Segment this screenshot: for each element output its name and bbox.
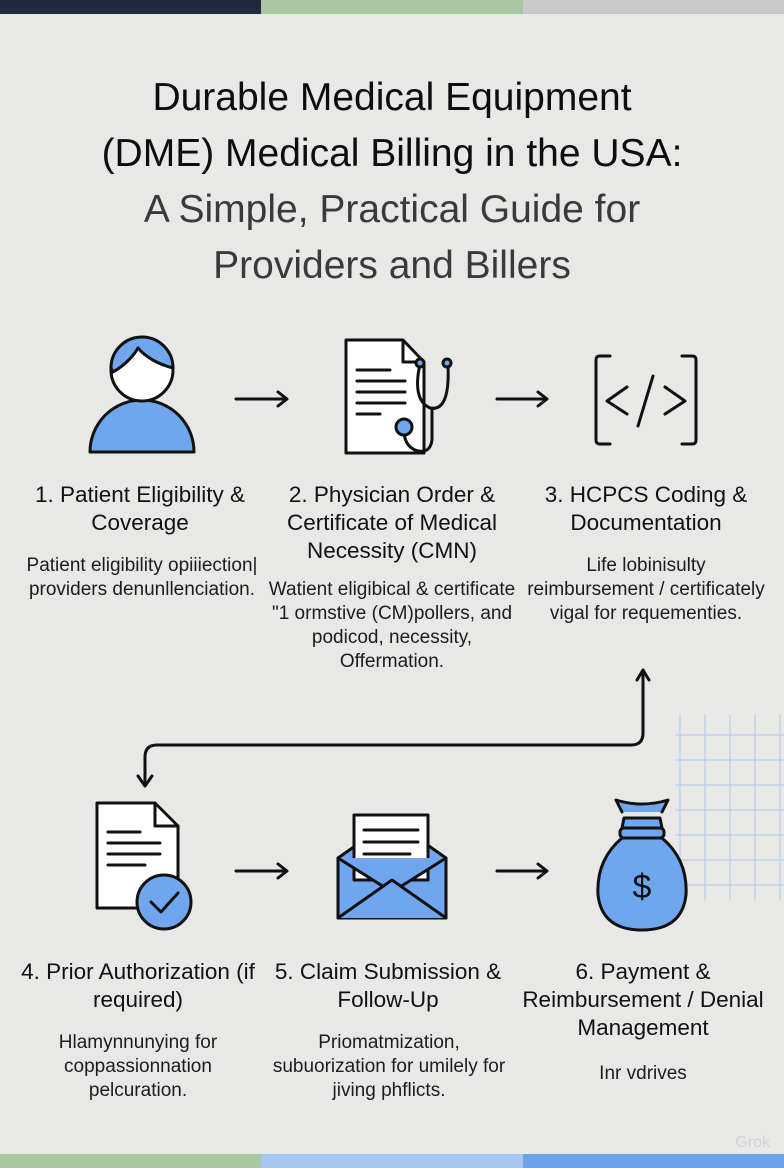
code-icon [594, 354, 698, 446]
step-description: Priomatmization, subuorization for umile… [272, 1032, 506, 1101]
title-line: (DME) Medical Billing in the USA: [101, 132, 683, 175]
footer-bar-segment [0, 1154, 261, 1168]
step-description: Inr vdrives [599, 1063, 687, 1084]
arrow-right-icon [234, 862, 289, 880]
step-description: Patient eligibility opiiiection| provide… [26, 555, 258, 600]
title-line: Providers and Billers [213, 244, 571, 287]
arrow-right-icon [234, 390, 289, 408]
person-icon [88, 335, 196, 454]
connector-arrow [136, 668, 651, 788]
document-stethoscope-icon [344, 338, 453, 455]
dollar-sign: $ [633, 868, 652, 906]
title-line: Durable Medical Equipment [152, 76, 632, 119]
step-label: 1. Patient Eligibility & Coverage [34, 482, 246, 535]
footer-bar-segment [523, 1154, 784, 1168]
footer-bar-segment [261, 1154, 523, 1168]
grid-decoration [675, 714, 784, 901]
step-label: 6. Payment & Reimbursement / Denial Mana… [522, 959, 764, 1040]
title-subtitle: A Simple, Practical Guide for Providers … [0, 182, 784, 294]
step-label: 3. HCPCS Coding & Documentation [544, 482, 748, 535]
document-check-icon [95, 801, 193, 931]
step-label: 5. Claim Submission & Follow-Up [274, 959, 502, 1012]
step-label: 4. Prior Authorization (if required) [21, 959, 255, 1012]
step-description: Watient eligibical & certificate "1 orms… [268, 579, 516, 672]
header-bar-segment [0, 0, 261, 14]
arrow-right-icon [495, 390, 549, 408]
money-bag-icon: $ [596, 798, 688, 932]
header-bar-segment [523, 0, 784, 14]
step-label: 2. Physician Order & Certificate of Medi… [286, 482, 498, 563]
title-line: A Simple, Practical Guide for [143, 188, 641, 231]
title-main: Durable Medical Equipment (DME) Medical … [0, 70, 784, 182]
header-bar-segment [261, 0, 523, 14]
envelope-icon [336, 813, 448, 920]
arrow-right-icon [495, 862, 549, 880]
step-description: Hlamynnunying for coppassionnation pelcu… [58, 1032, 218, 1101]
watermark: Grok [735, 1134, 770, 1151]
step-description: Life lobinisulty reimbursement / certifi… [527, 555, 765, 624]
